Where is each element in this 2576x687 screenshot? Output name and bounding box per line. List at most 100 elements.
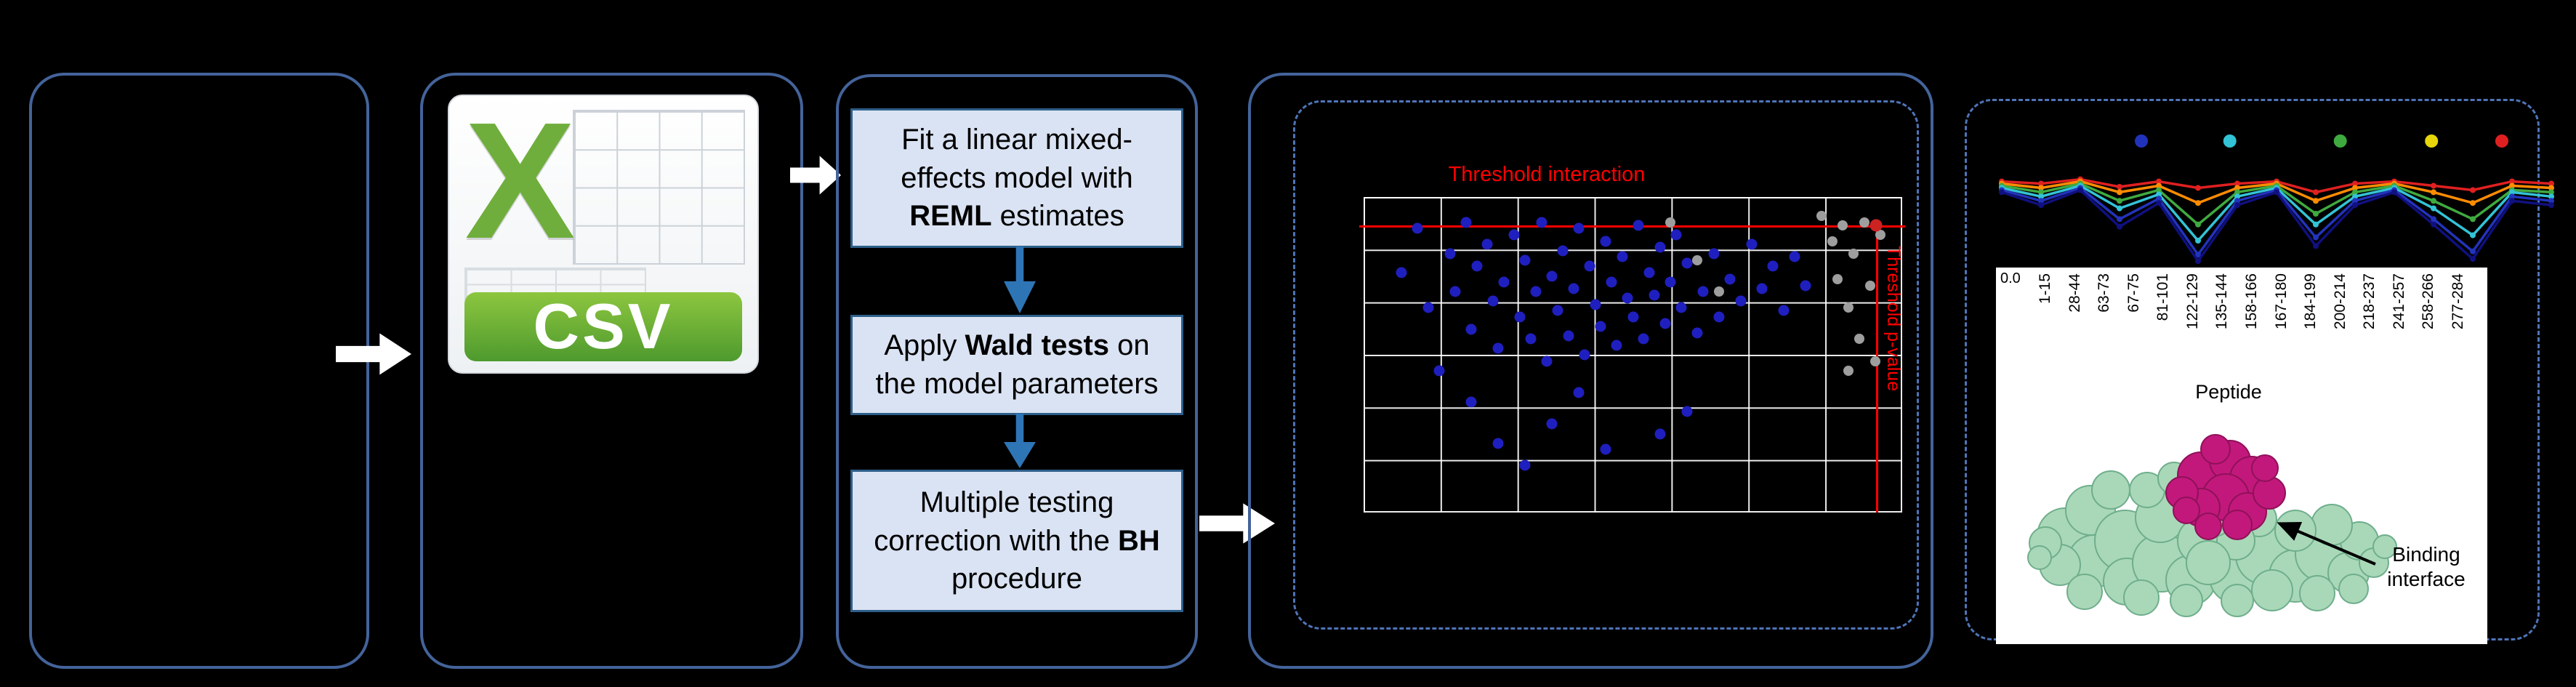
peptide-tick-label: 241-257 — [2390, 273, 2407, 330]
volcano-data-point — [1600, 236, 1611, 247]
volcano-data-point — [1638, 333, 1649, 345]
uptake-data-point — [2234, 189, 2240, 196]
volcano-data-point — [1859, 217, 1870, 228]
volcano-data-point — [1481, 238, 1493, 250]
uptake-data-point — [2548, 202, 2554, 209]
uptake-data-point — [2117, 184, 2122, 190]
uptake-data-point — [2038, 202, 2044, 209]
workflow-step-text: Multiple testing correction with the BH … — [874, 486, 1160, 595]
uptake-series-line — [2001, 186, 2552, 257]
volcano-plot — [1359, 197, 1905, 513]
uptake-data-point — [2156, 182, 2162, 189]
uptake-data-point — [2117, 205, 2122, 212]
binding-interface-region — [2165, 434, 2286, 540]
uptake-data-point — [2117, 223, 2122, 230]
volcano-data-point — [1563, 330, 1574, 342]
panel-results — [1248, 73, 1933, 669]
peptide-tick-label: 67-75 — [2125, 273, 2142, 313]
timepoint-legend-dot — [2425, 134, 2439, 148]
peptide-tick-label: 167-180 — [2272, 273, 2290, 330]
volcano-data-point — [1756, 283, 1768, 294]
volcano-data-point — [1869, 355, 1880, 366]
uptake-data-point — [2195, 185, 2201, 191]
volcano-data-point — [1654, 241, 1666, 253]
uptake-data-point — [2313, 211, 2319, 217]
volcano-data-point — [1492, 342, 1504, 354]
volcano-data-point — [1713, 311, 1725, 323]
threshold-interaction-label: Threshold interaction — [1448, 163, 1646, 186]
peptide-tick-label: 1-15 — [2037, 273, 2053, 305]
uptake-data-point — [2234, 198, 2240, 204]
volcano-data-point — [1681, 257, 1693, 269]
uptake-data-point — [1999, 189, 2005, 196]
peptide-axis-title: Peptide — [2195, 381, 2262, 403]
volcano-data-point — [1433, 365, 1445, 377]
uptake-data-point — [2156, 178, 2162, 185]
workflow-step-wald: Apply Wald tests on the model parameters — [850, 315, 1183, 415]
peptide-tick-label: 63-73 — [2096, 273, 2113, 313]
volcano-data-point — [1396, 267, 1407, 278]
volcano-data-point — [1848, 249, 1859, 260]
volcano-data-point — [1875, 230, 1886, 241]
volcano-data-point — [1487, 295, 1499, 307]
uptake-data-point — [2470, 256, 2476, 262]
panel-csv-file: X CSV — [420, 73, 803, 669]
volcano-data-point — [1649, 289, 1660, 301]
uptake-data-point — [2548, 198, 2554, 204]
volcano-data-point — [1530, 286, 1542, 297]
volcano-data-point — [1675, 302, 1687, 313]
volcano-data-point — [1471, 260, 1483, 272]
volcano-data-point — [1460, 217, 1472, 228]
volcano-data-point — [1654, 428, 1666, 439]
uptake-data-point — [2509, 178, 2515, 185]
volcano-data-point — [1735, 295, 1747, 307]
volcano-data-point — [1827, 236, 1838, 246]
uptake-data-point — [2352, 189, 2358, 196]
uptake-data-point — [2117, 189, 2122, 196]
volcano-data-point — [1552, 305, 1563, 316]
peptide-tick-label: 135-144 — [2213, 273, 2231, 330]
volcano-data-point — [1665, 276, 1676, 288]
uptake-data-point — [2038, 189, 2044, 196]
volcano-data-point — [1422, 302, 1434, 313]
uptake-data-point — [2038, 180, 2044, 187]
volcano-data-point — [1832, 273, 1843, 284]
volcano-data-point — [1869, 219, 1883, 232]
volcano-data-point — [1449, 286, 1461, 297]
uptake-data-point — [2234, 185, 2240, 191]
volcano-data-point — [1778, 305, 1790, 316]
volcano-data-point — [1568, 283, 1579, 294]
volcano-data-point — [1767, 260, 1779, 272]
volcano-data-point — [1697, 286, 1709, 297]
volcano-data-point — [1611, 340, 1622, 351]
volcano-data-point — [1665, 217, 1676, 228]
panel-input — [29, 73, 369, 669]
uptake-data-point — [2117, 198, 2122, 204]
volcano-data-point — [1590, 299, 1601, 310]
uptake-data-point — [2077, 187, 2083, 193]
panel-statistical-workflow: Fit a linear mixed-effects model with RE… — [836, 74, 1198, 669]
volcano-data-point — [1843, 302, 1853, 313]
uptake-data-point — [2313, 243, 2319, 249]
workflow-step-bh: Multiple testing correction with the BH … — [850, 470, 1183, 612]
volcano-data-point — [1557, 245, 1569, 257]
workflow-step-text: Fit a linear mixed-effects model with RE… — [901, 123, 1133, 233]
excel-x-logo: X — [464, 89, 576, 274]
volcano-data-point — [1595, 321, 1606, 332]
uptake-data-point — [2352, 193, 2358, 200]
uptake-data-point — [2195, 221, 2201, 228]
threshold-pvalue-label: Threshold p-value — [1883, 246, 1904, 392]
volcano-data-point — [1617, 251, 1628, 262]
uptake-data-point — [2431, 221, 2436, 228]
uptake-data-point — [2313, 198, 2319, 204]
uptake-data-point — [2352, 180, 2358, 187]
uptake-data-point — [2352, 202, 2358, 209]
uptake-data-point — [2431, 205, 2436, 212]
uptake-data-point — [2313, 221, 2319, 228]
volcano-data-point — [1536, 217, 1547, 228]
peptide-tick-label: 200-214 — [2331, 273, 2348, 330]
uptake-data-point — [2509, 182, 2515, 189]
uptake-data-point — [2548, 193, 2554, 200]
